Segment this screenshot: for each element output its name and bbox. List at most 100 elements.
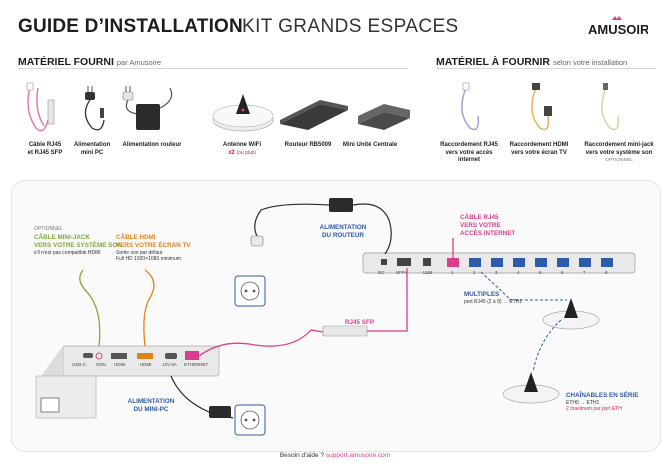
- chain-note-1: ETH0 → ETH1: [566, 399, 600, 406]
- router-sfp-port: [397, 258, 411, 266]
- port-label-ethernet: ETHERNET: [184, 362, 209, 367]
- jack-title-1: CÂBLE MINI-JACK: [34, 234, 90, 241]
- optional-label: OPTIONNEL: [34, 226, 63, 232]
- router-power-supply-icon: [122, 86, 173, 130]
- item-line1: Routeur RB5009: [284, 142, 332, 148]
- router-port-label-5: 5: [539, 270, 542, 275]
- chain-note-2: 2 maximum par port ETH: [566, 406, 622, 413]
- sfp-module: [322, 325, 368, 337]
- multiples-annotation: MULTIPLES port RJ45 (2 à 8) → ETH1: [464, 291, 522, 305]
- item-line2: vers votre système son: [585, 149, 653, 156]
- tofurnish-item-minijack: Raccordement mini-jack vers votre systèm…: [579, 142, 659, 165]
- item-line1: Mini Unité Centrale: [342, 142, 398, 148]
- router-port-label-1: 1: [451, 270, 454, 275]
- provided-item-rj45: Câble RJ45 et RJ45 SFP: [13, 142, 77, 157]
- jack-cable: [79, 269, 101, 347]
- router-port-label-6: 6: [561, 270, 564, 275]
- provided-item-wifi-antenna: Antenne WiFi x2 (ou plus): [210, 142, 274, 157]
- item-line1: Raccordement mini-jack: [584, 142, 654, 148]
- minipc-power-supply-icon: [84, 86, 105, 131]
- router-power-annotation: ALIMENTATION DU ROUTEUR: [318, 224, 368, 240]
- rj45-cable: [198, 329, 324, 357]
- sound-port: [95, 352, 103, 360]
- wifi-antenna-2: [502, 372, 560, 404]
- tofurnish-title: MATÉRIEL À FOURNIR: [436, 56, 550, 68]
- provided-item-minipc-power: Alimentation mini PC: [60, 142, 124, 157]
- router-power-2: DU ROUTEUR: [322, 231, 364, 239]
- rj45-title-1: CÂBLE RJ45: [460, 214, 499, 221]
- hdmi-cable: [143, 269, 155, 347]
- jack-note: s'il n'est pas compatible HDMI: [34, 249, 101, 256]
- item-line3: OPTIONNEL: [605, 158, 633, 163]
- router-port-label-2: 2: [473, 270, 476, 275]
- tofurnish-item-hdmi: Raccordement HDMI vers votre écran TV: [507, 142, 571, 157]
- router-power-block: [250, 198, 392, 255]
- rj45-connection-icon: [461, 82, 480, 131]
- router-port-1: [447, 258, 459, 267]
- router-port-label-usb: USB: [423, 270, 433, 275]
- support-link[interactable]: support.amusoire.com: [325, 452, 391, 459]
- port-label-hdmi-2: HDMI: [140, 362, 152, 367]
- rj45-title-2: VERS VOTRE: [460, 221, 501, 229]
- port-label-usbc: USB-C: [72, 362, 87, 367]
- ethernet-port: [185, 351, 199, 360]
- item-line1: Antenne WiFi: [222, 142, 262, 148]
- router-port-label-3: 3: [495, 270, 498, 275]
- router-port-label-8: 8: [605, 270, 608, 275]
- rj45-title-3: ACCÈS INTERNET: [460, 229, 516, 237]
- item-line1: Câble RJ45: [28, 142, 62, 148]
- item-line2: et RJ45 SFP: [27, 149, 63, 156]
- rj45-cable-icon: [26, 82, 55, 132]
- sfp-label: RJ45 SFP: [345, 319, 375, 326]
- minijack-connection-icon: [601, 83, 620, 131]
- provided-title: MATÉRIEL FOURNI: [18, 56, 114, 68]
- footer-help: Besoin d'aide ?: [279, 452, 325, 459]
- chain-title: CHAÎNABLES EN SÉRIE: [566, 392, 639, 399]
- jack-annotation: CÂBLE MINI-JACK VERS VOTRE SYSTÈME SON s…: [34, 234, 124, 256]
- multiples-title: MULTIPLES: [464, 291, 500, 298]
- router-dc-port: [381, 259, 387, 265]
- item-line1: Alimentation routeur: [122, 142, 182, 148]
- minipc-device: [35, 345, 220, 419]
- minipc-power-2: DU MINI-PC: [133, 405, 169, 413]
- item-line1: Raccordement RJ45: [440, 142, 498, 148]
- tofurnish-subtitle: selon votre installation: [552, 58, 628, 67]
- provided-items-illustrations: [26, 82, 410, 132]
- diagram-drawing: [35, 198, 636, 436]
- sfp-annotation: RJ45 SFP: [345, 319, 374, 327]
- router-rb5009-icon: [280, 100, 348, 130]
- tofurnish-divider: [436, 68, 656, 69]
- hdmi-port-2: [137, 353, 153, 359]
- router-power-1: ALIMENTATION: [319, 224, 367, 231]
- page-title: GUIDE D’INSTALLATION: [18, 16, 243, 37]
- router-port-label-7: 7: [583, 270, 586, 275]
- provided-item-router: Routeur RB5009: [276, 142, 340, 150]
- wifi-antenna-1: [542, 298, 600, 330]
- wall-socket-icon-minipc: [234, 404, 266, 436]
- wall-socket-icon: [234, 275, 266, 307]
- router-device: [362, 252, 636, 274]
- minipc-power-cable: [170, 375, 234, 419]
- router-port-label-sfp: SFP+: [396, 270, 408, 275]
- item-note: (ou plus): [236, 149, 256, 156]
- jack-title-2: VERS VOTRE SYSTÈME SON: [34, 241, 122, 249]
- provided-divider: [18, 68, 408, 69]
- provided-item-mini-uc: Mini Unité Centrale: [338, 142, 402, 150]
- port-label-son: SON: [96, 362, 106, 367]
- usbc-port: [83, 353, 93, 358]
- hdmi-connection-icon: [531, 83, 552, 131]
- amusoire-logo: AMUSOIRE: [588, 16, 648, 37]
- minipc-power-1: ALIMENTATION: [127, 398, 175, 405]
- tofurnish-item-rj45: Raccordement RJ45 vers votre accès inter…: [437, 142, 501, 165]
- item-line1: Alimentation: [73, 142, 111, 148]
- multiples-note: port RJ45 (2 à 8) → ETH1: [464, 298, 523, 305]
- port-label-hdmi-1: HDMI: [114, 362, 126, 367]
- hdmi-title-1: CÂBLE HDMI: [116, 234, 156, 241]
- chain-annotation: CHAÎNABLES EN SÉRIE ETH0 → ETH1 2 maximu…: [566, 392, 638, 412]
- hdmi-port-1: [111, 353, 127, 359]
- router-usb-port: [423, 258, 431, 266]
- wifi-antenna-icon: [212, 94, 274, 132]
- rj45-annotation: CÂBLE RJ45 VERS VOTRE ACCÈS INTERNET: [460, 214, 515, 238]
